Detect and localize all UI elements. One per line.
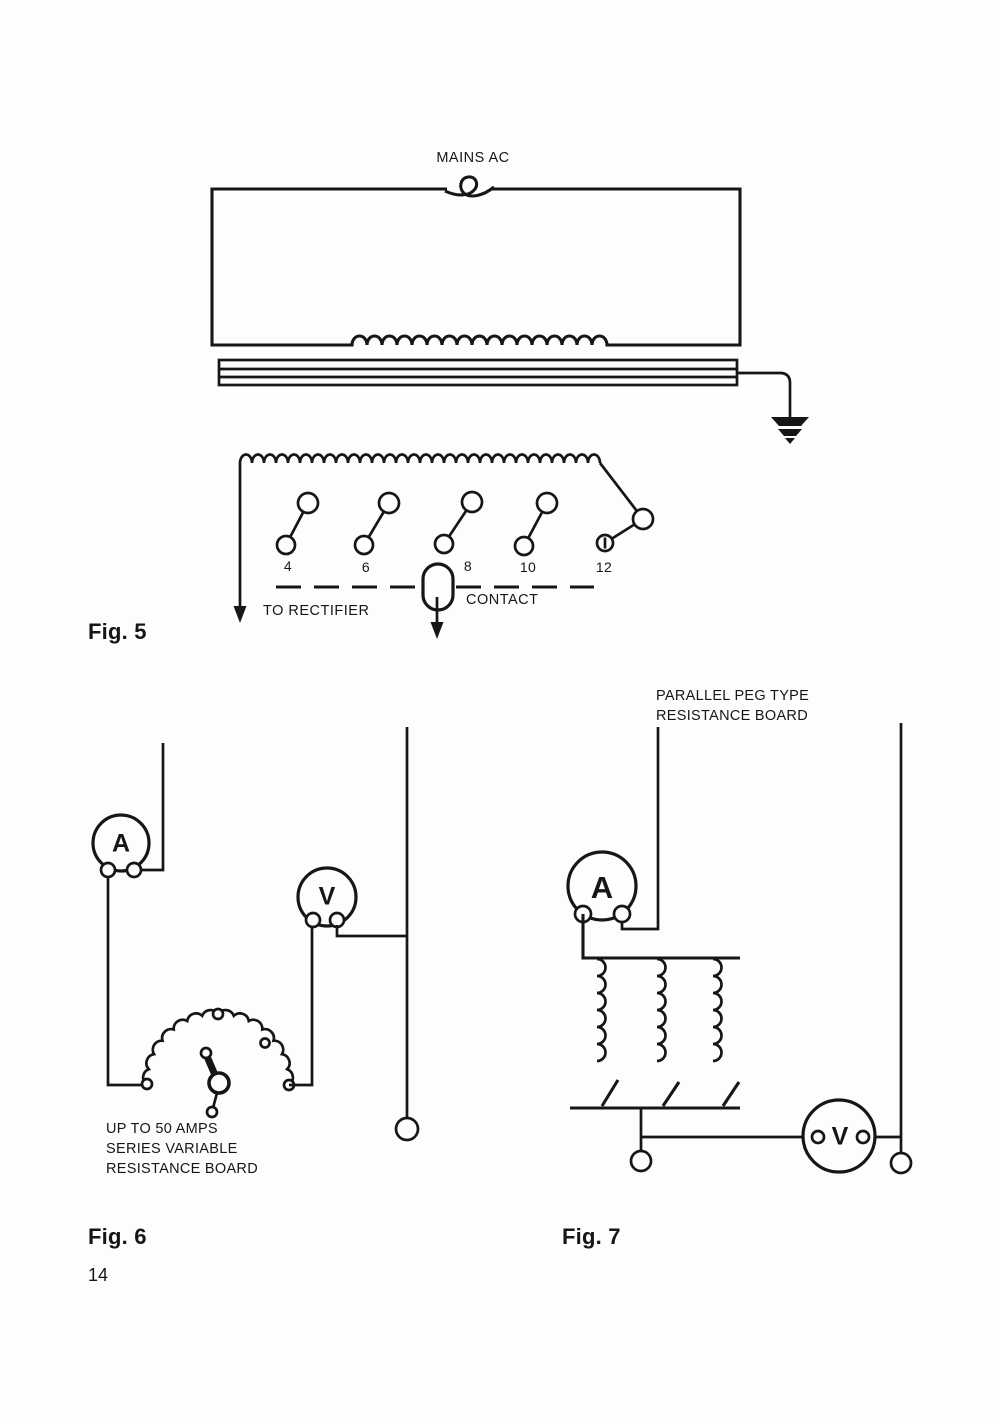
- fig6-board-label-line1: UP TO 50 AMPS: [106, 1121, 218, 1137]
- output-terminal: [629, 1149, 653, 1173]
- rheostat-wiper: [199, 1046, 231, 1119]
- board-to-voltmeter-wire: [289, 927, 314, 1087]
- tap-label-12: 12: [595, 559, 613, 575]
- output-terminal: [889, 1151, 913, 1175]
- fig7-board-label-line1: PARALLEL PEG TYPE: [656, 688, 810, 704]
- tap-label-4: 4: [283, 558, 293, 574]
- voltmeter-terminal: [810, 1129, 826, 1145]
- tap-link-bars: [284, 501, 644, 547]
- resistance-coil: [596, 957, 607, 1063]
- fig6-voltmeter-letter: V: [318, 882, 336, 911]
- fig7-ammeter-letter: A: [590, 870, 614, 905]
- resistance-coil: [656, 957, 667, 1063]
- voltmeter-terminal: [304, 911, 322, 929]
- earth-wire: [737, 371, 792, 417]
- fig7-voltmeter-letter: V: [831, 1122, 849, 1151]
- resistance-coil: [712, 957, 723, 1063]
- tap-label-6: 6: [361, 559, 371, 575]
- fig7-parallel-resistance-diagram: [566, 723, 913, 1175]
- fig6-series-resistance-diagram: [91, 727, 420, 1142]
- rheostat-peg: [259, 1037, 271, 1049]
- voltmeter-body: [296, 866, 358, 928]
- supply-wire-left: [134, 743, 165, 872]
- fuse-symbol-icon: [444, 175, 495, 198]
- voltmeter-terminal: [328, 911, 346, 929]
- ammeter-body: [566, 850, 638, 922]
- contact-label: CONTACT: [466, 592, 539, 608]
- fig6-board-label-line2: SERIES VARIABLE: [106, 1141, 238, 1157]
- transformer-primary-loop: [210, 187, 742, 347]
- voltmeter-to-line-wire: [335, 925, 407, 938]
- ammeter-terminal: [99, 861, 117, 879]
- fig6-ammeter-letter: A: [111, 829, 131, 858]
- rheostat-end-terminal: [140, 1077, 154, 1091]
- fig7-board-label-line2: RESISTANCE BOARD: [656, 708, 808, 724]
- ammeter-terminal: [125, 861, 143, 879]
- fig6-board-label: UP TO 50 AMPS SERIES VARIABLE RESISTANCE…: [106, 1119, 258, 1179]
- voltmeter-terminal: [855, 1129, 871, 1145]
- fig7-caption: Fig. 7: [562, 1224, 621, 1249]
- fig6-caption: Fig. 6: [88, 1224, 147, 1249]
- arrow-down-icon: [233, 606, 247, 623]
- fig5-variable-transformer-diagram: [210, 175, 809, 639]
- tap-label-8: 8: [463, 558, 473, 574]
- tap-terminals: [275, 490, 655, 557]
- arrow-down-icon: [430, 622, 444, 639]
- mains-ac-label: MAINS AC: [436, 150, 510, 166]
- ammeter-body: [91, 813, 151, 873]
- secondary-winding: [238, 453, 602, 464]
- coil-end-lead: [598, 462, 645, 520]
- laminated-core: [217, 358, 739, 387]
- page-number: 14: [88, 1265, 109, 1285]
- peg-contact-slashes: [600, 1079, 741, 1107]
- tap-label-10: 10: [519, 559, 537, 575]
- to-rectifier-label: TO RECTIFIER: [263, 603, 370, 619]
- ammeter-terminal: [612, 904, 632, 924]
- ammeter-to-board-wire: [106, 870, 147, 1087]
- earth-ground-icon: [771, 417, 809, 444]
- rheostat-peg: [211, 1007, 225, 1021]
- fig6-board-label-line3: RESISTANCE BOARD: [106, 1161, 258, 1177]
- fig5-caption: Fig. 5: [88, 619, 147, 644]
- upper-bus-bar: [581, 914, 740, 960]
- fig7-board-label: PARALLEL PEG TYPE RESISTANCE BOARD: [656, 686, 809, 726]
- output-terminal: [394, 1116, 420, 1142]
